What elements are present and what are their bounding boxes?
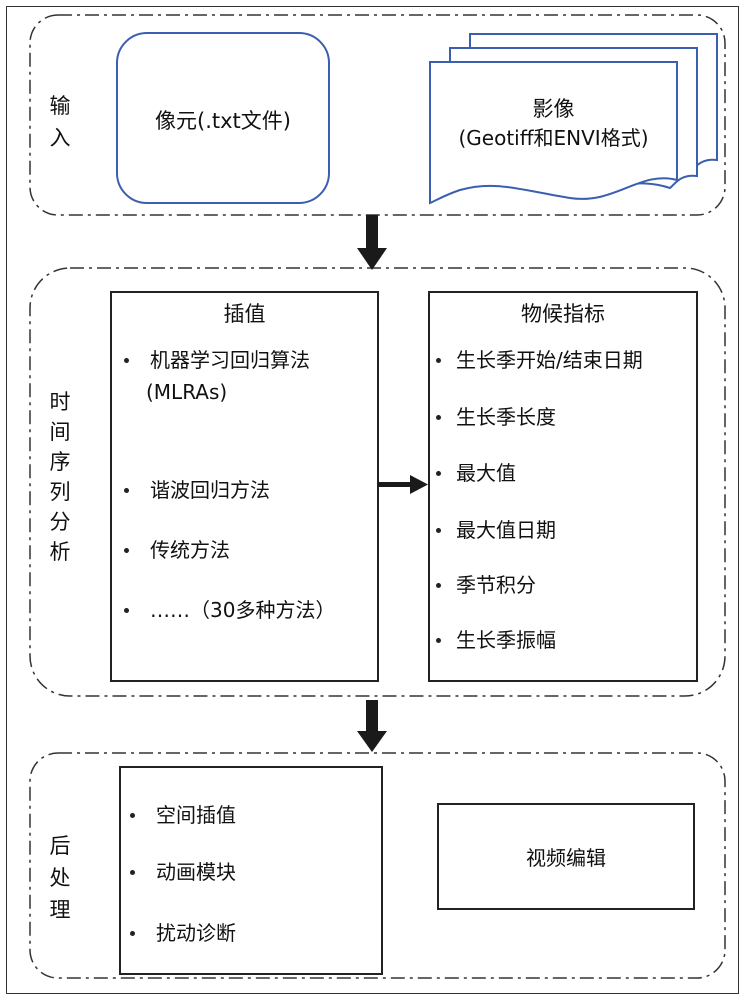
post-list-box: [119, 766, 383, 975]
video-box: [437, 803, 695, 910]
bullet-icon: [436, 583, 441, 588]
bullet-icon: [436, 415, 441, 420]
video-edit-label: 视频编辑: [526, 846, 606, 870]
arrow-down-2: [357, 700, 387, 752]
arrow-down-1: [357, 215, 387, 270]
bullet-icon: [436, 528, 441, 533]
bullet-icon: [124, 358, 129, 363]
image-title: 影像: [532, 97, 575, 121]
pixel-file-label: 像元(.txt文件): [155, 109, 291, 133]
bullet-icon: [124, 548, 129, 553]
pheno-box: [428, 291, 698, 682]
bullet-icon: [124, 488, 129, 493]
pixel-file-shape: [116, 32, 330, 204]
interp-title: 插值: [223, 302, 266, 326]
bullet-icon: [436, 358, 441, 363]
input-section-label: 输入: [49, 94, 71, 150]
bullet-icon: [124, 608, 129, 613]
bullet-icon: [130, 870, 135, 875]
bullet-icon: [130, 813, 135, 818]
outer-frame: [6, 6, 739, 994]
image-document-stack: [429, 33, 718, 205]
pheno-title: 物候指标: [521, 302, 605, 326]
bullet-icon: [436, 638, 441, 643]
bullet-icon: [130, 931, 135, 936]
post-section-border: [29, 752, 726, 979]
post-section-label: 后处理: [49, 834, 71, 922]
bullet-icon: [436, 471, 441, 476]
image-subtitle: (Geotiff和ENVI格式): [458, 126, 649, 150]
timeseries-section-label: 时间序列分析: [49, 390, 71, 564]
arrow-right: [378, 475, 428, 494]
timeseries-section-border: [29, 267, 726, 697]
